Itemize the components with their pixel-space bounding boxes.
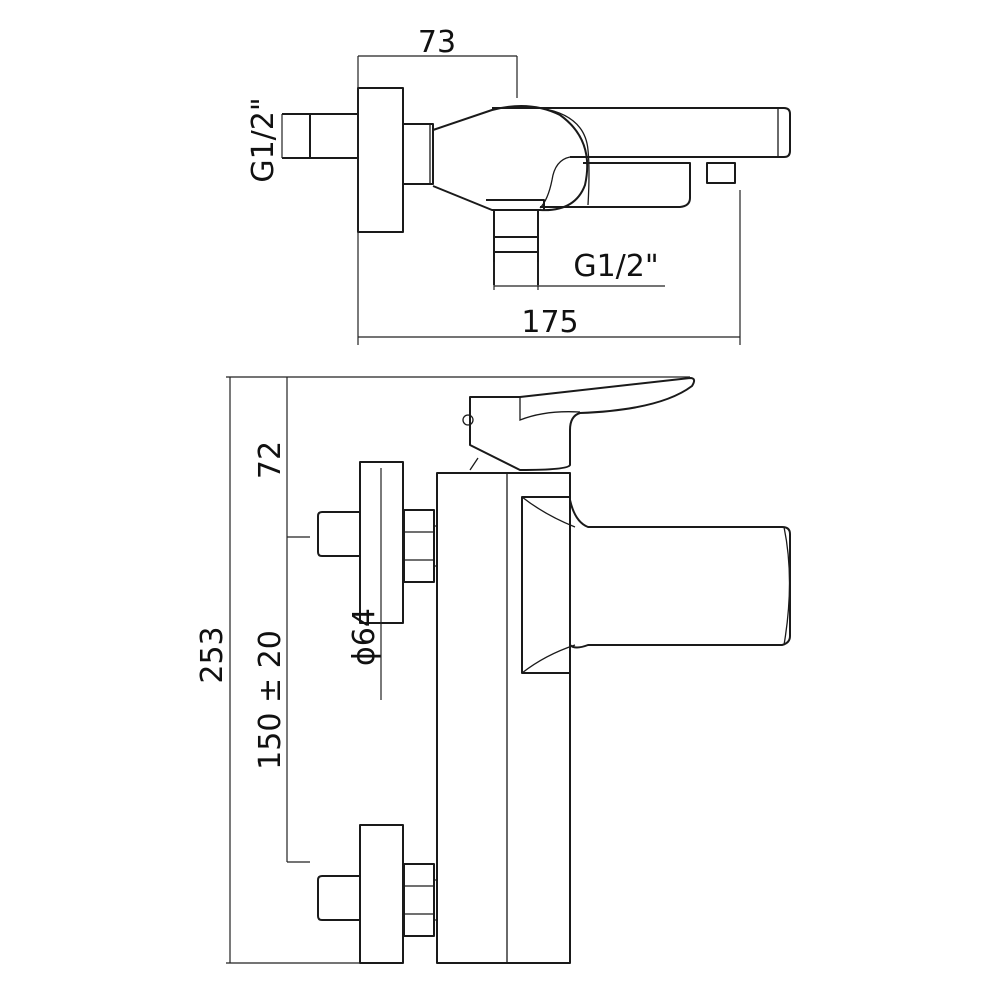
upper-inlet-stem xyxy=(317,511,360,557)
outlet-thread-label: G1/2" xyxy=(573,249,658,284)
top-outlet xyxy=(706,162,736,184)
top-lower-stem xyxy=(486,199,545,285)
dim-175-label: 175 xyxy=(521,305,578,340)
top-inlet-stem xyxy=(282,113,358,159)
top-spout xyxy=(492,107,791,158)
lower-inlet-stem xyxy=(317,875,360,921)
top-dimension-lines xyxy=(357,55,741,345)
mixer-body xyxy=(436,472,571,964)
dim-253-label: 253 xyxy=(195,626,230,683)
side-view: 72 150 ± 20 253 ϕ64 xyxy=(195,376,791,964)
upper-nut xyxy=(403,509,435,583)
lower-nut xyxy=(403,863,435,937)
top-view: 73 175 G1/2" G1/2" xyxy=(246,25,791,345)
spout xyxy=(521,496,791,674)
dim-64-label: ϕ64 xyxy=(347,608,382,666)
handle-lever xyxy=(469,377,696,471)
top-escutcheon xyxy=(357,87,404,233)
lower-escutcheon xyxy=(359,824,404,964)
handle-screw xyxy=(462,414,474,426)
dim-150-label: 150 ± 20 xyxy=(253,630,288,770)
top-valve-body xyxy=(432,105,589,212)
side-dimension-lines xyxy=(226,376,690,964)
dim-73-label: 73 xyxy=(418,25,456,60)
top-diverter-box xyxy=(540,162,691,208)
inlet-thread-label: G1/2" xyxy=(246,97,281,182)
dim-72-label: 72 xyxy=(253,441,288,479)
top-nut xyxy=(402,123,434,185)
